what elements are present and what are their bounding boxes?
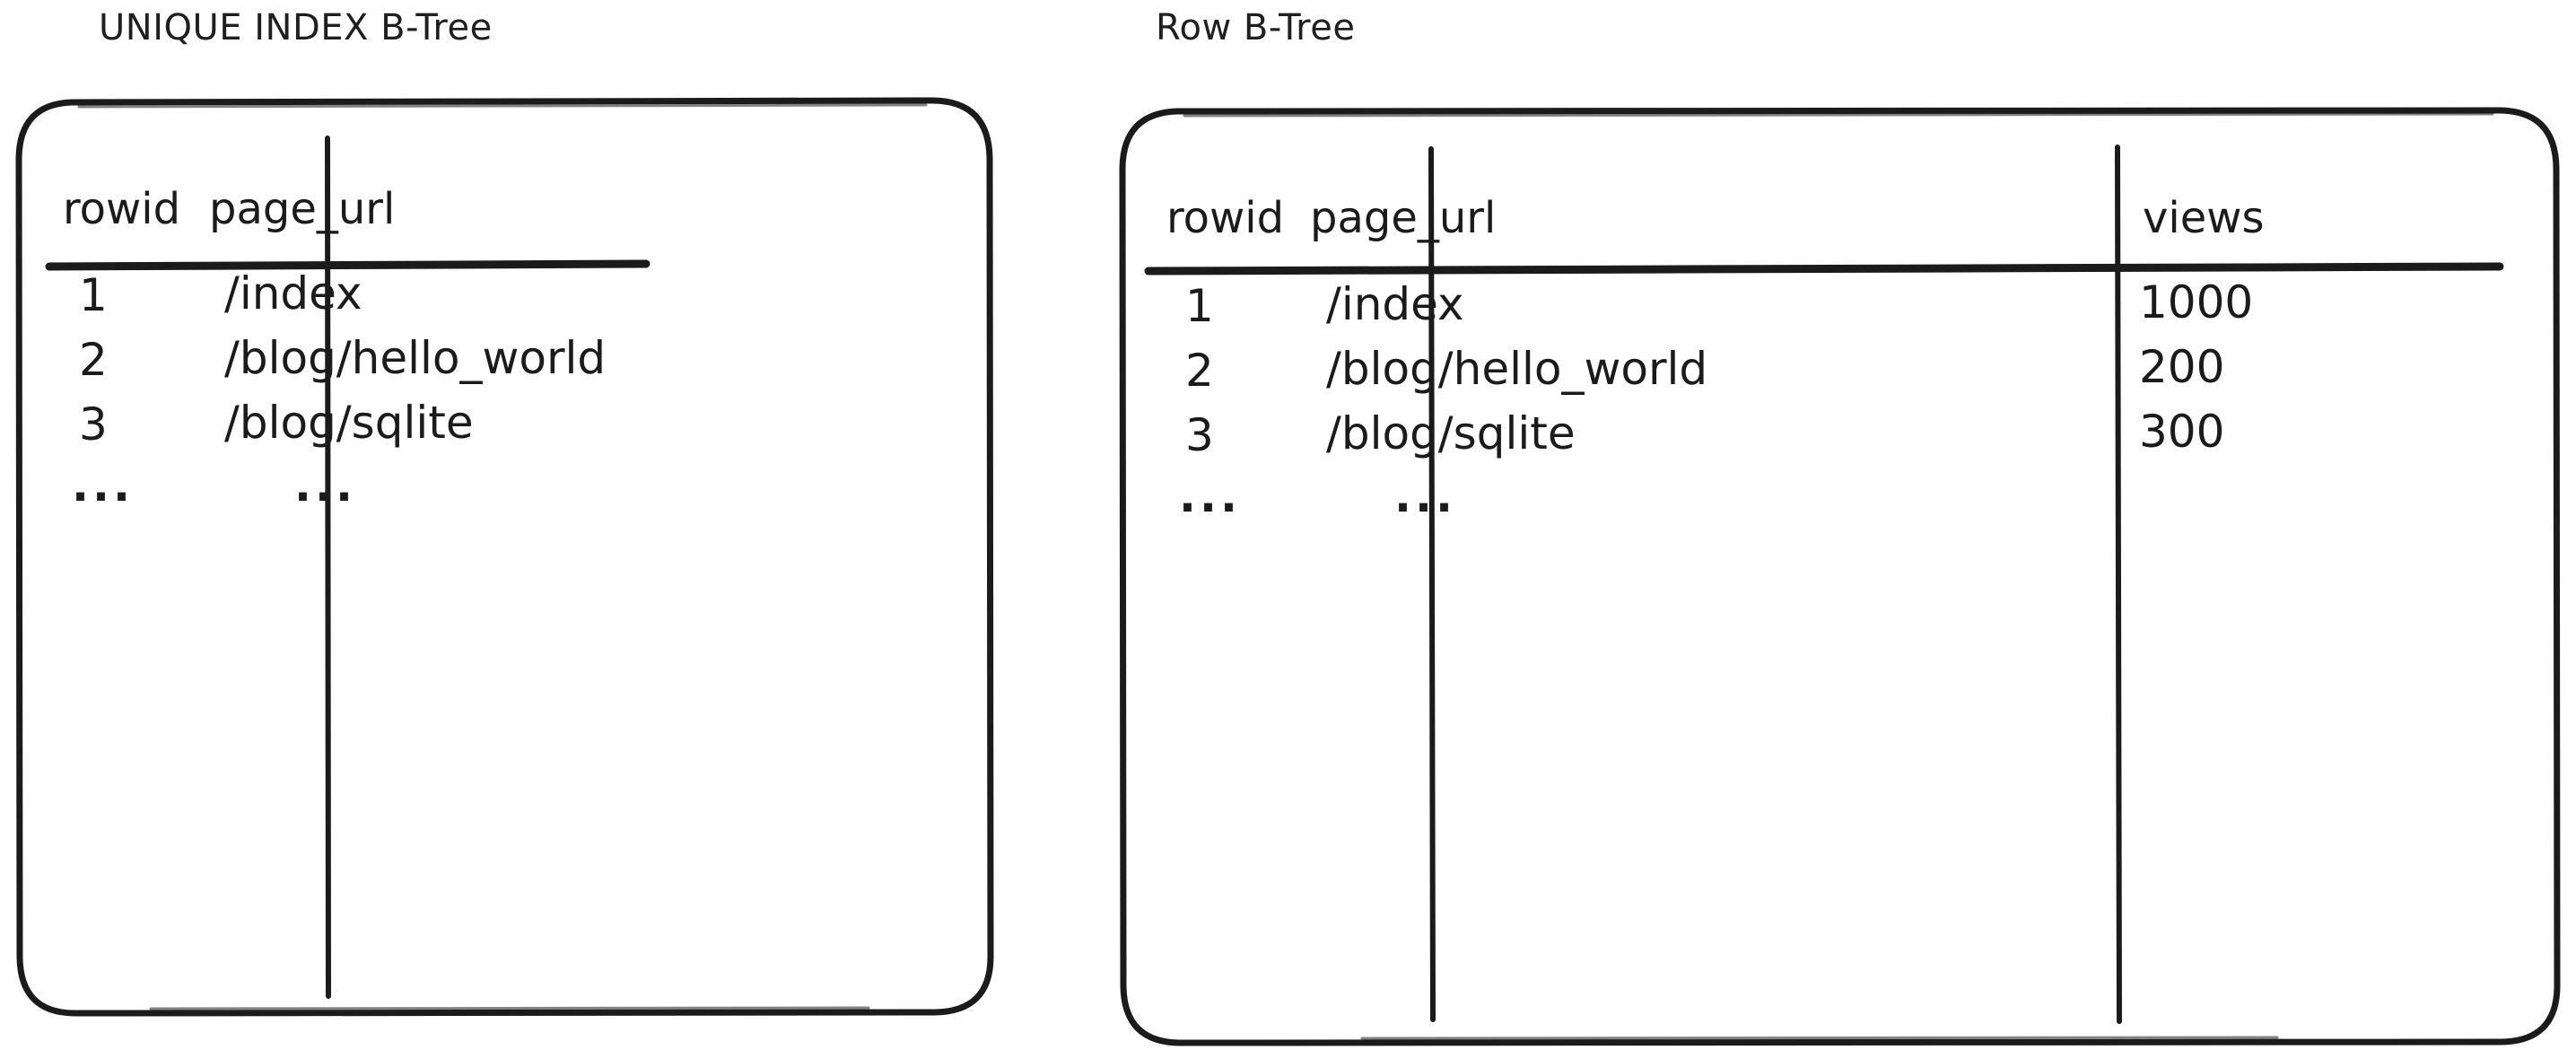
column-header-rowid: rowid [63,184,181,234]
row-btree-border [1119,107,2561,1046]
table-row-ellipsis: ... [294,459,356,512]
table-row: /index [224,267,362,319]
table-row: /blog/sqlite [1326,407,1576,459]
table-row: 2 [1185,345,1214,397]
column-header-rowid: rowid [1166,193,1285,243]
table-row: 3 [79,398,108,451]
table-row-ellipsis: ... [1394,470,1456,522]
row-btree-panel: rowid page_url views 1 /index 1000 2 /bl… [1119,107,2561,1046]
table-row: 1 [1185,280,1214,332]
panel-title-unique-index: UNIQUE INDEX B-Tree [99,7,493,48]
table-row: 200 [2139,341,2225,393]
table-row: 1 [79,269,108,321]
table-row-ellipsis: ... [72,459,134,512]
table-row-ellipsis: ... [1179,470,1241,522]
table-row: 300 [2139,406,2225,458]
table-row: 3 [1185,409,1214,461]
table-row: /blog/hello_world [224,332,607,384]
table-row: 2 [79,334,108,386]
table-row: /blog/hello_world [1326,343,1708,395]
column-header-page-url: page_url [209,184,396,234]
table-row: /index [1326,278,1464,330]
unique-index-btree-panel: rowid page_url 1 /index 2 /blog/hello_wo… [15,97,994,1017]
column-header-page-url: page_url [1310,193,1497,243]
unique-index-btree-border [15,97,994,1017]
column-header-views: views [2143,193,2265,243]
table-row: 1000 [2139,276,2254,328]
table-row: /blog/sqlite [224,397,474,449]
panel-title-row-btree: Row B-Tree [1156,7,1356,48]
